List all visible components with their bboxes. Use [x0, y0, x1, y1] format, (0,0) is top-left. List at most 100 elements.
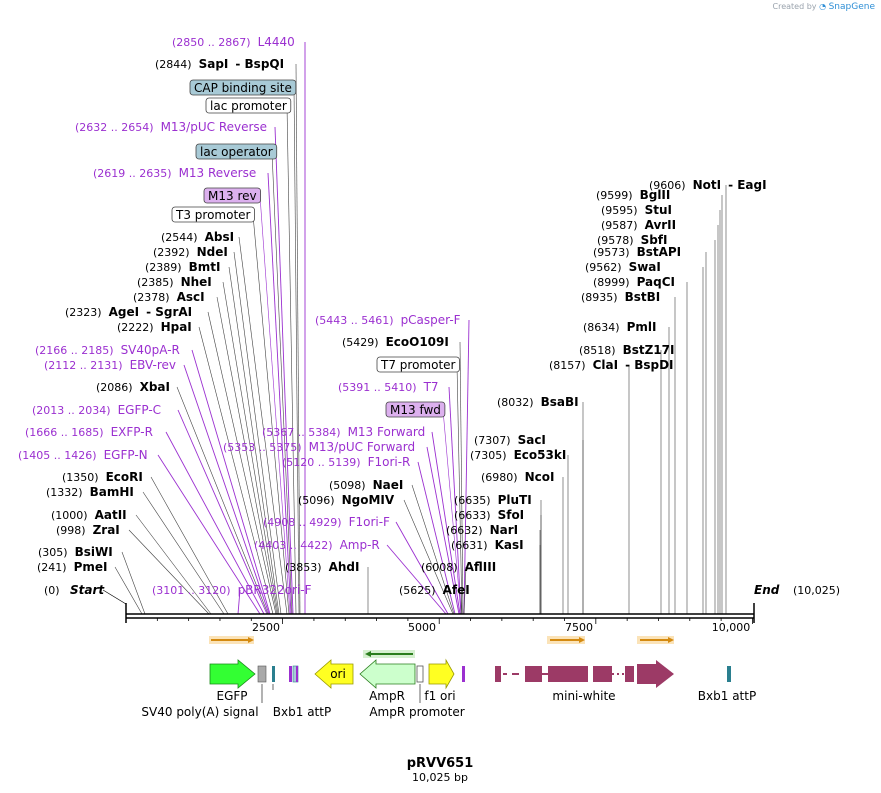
- site-label-avrii: (9587)AvrII: [601, 218, 676, 232]
- site-label-bglii: (9599)BglII: [596, 188, 670, 202]
- bxb1-attp-feature-2: [727, 666, 731, 682]
- site-position: (5120 .. 5139): [282, 456, 361, 469]
- site-name: SwaI: [629, 260, 661, 274]
- site-name: BamHI: [90, 485, 134, 499]
- leader-line: [426, 446, 460, 615]
- site-label-cap-binding-site: CAP binding site: [189, 79, 297, 96]
- site-label-m13-puc-forward: (5353 .. 5375)M13/pUC Forward: [223, 440, 415, 454]
- feature-label-f1-ori: f1 ori: [424, 689, 455, 703]
- site-position: (5098): [329, 479, 366, 492]
- site-name: XbaI: [140, 380, 170, 394]
- site-label-sfoi: (6633)SfoI: [454, 508, 524, 522]
- site-label-bmti: (2389)BmtI: [145, 260, 220, 274]
- site-position: (2619 .. 2635): [93, 167, 172, 180]
- site-position: (2844): [155, 58, 192, 71]
- site-label-ahdi: (3853)AhdI: [285, 560, 359, 574]
- site-name: PaqCI: [637, 275, 675, 289]
- site-position: (2222): [117, 321, 154, 334]
- feature-labels: EGFP SV40 poly(A) signal Bxb1 attP ori A…: [141, 667, 756, 719]
- site-label-ecoo109i: (5429)EcoO109I: [342, 335, 449, 349]
- leader-lines: [114, 42, 727, 615]
- site-name: NcoI: [525, 470, 555, 484]
- site-name: BmtI: [189, 260, 221, 274]
- leader-line: [238, 236, 288, 615]
- leader-line: [431, 431, 461, 615]
- leader-line: [252, 214, 290, 615]
- site-label-bamhi: (1332) BamHI: [46, 485, 134, 499]
- site-label-ebv-rev: (2112 .. 2131)EBV-rev: [44, 358, 176, 372]
- site-name-2: - BspQI: [235, 57, 284, 71]
- leader-line: [259, 195, 291, 615]
- ruler-tick-5000: 5000: [408, 621, 436, 634]
- site-position: (9595): [601, 204, 638, 217]
- f1-ori-feature: [428, 658, 455, 690]
- site-position: (3101 .. 3120): [152, 584, 231, 597]
- leader-line: [295, 63, 301, 615]
- site-label-clai: (8157)ClaI- BspDI: [549, 358, 674, 372]
- site-name: StuI: [645, 203, 672, 217]
- site-label-l4440: (2850 .. 2867)L4440: [172, 35, 295, 49]
- site-position: (6980): [481, 471, 518, 484]
- site-label-bsiwi: (305)BsiWI: [38, 545, 113, 559]
- feature-box: [195, 143, 278, 160]
- site-name: SV40pA-R: [121, 343, 180, 357]
- ori-feature: [314, 659, 354, 689]
- orf-arrows: [209, 636, 674, 658]
- site-position: (9562): [585, 261, 622, 274]
- orf-arrow-1: [209, 636, 254, 644]
- site-position: (8634): [583, 321, 620, 334]
- ruler-tick-10000: 10,000: [712, 621, 751, 634]
- leader-line: [403, 499, 454, 615]
- end-position: (10,025): [793, 584, 840, 597]
- site-position: (9578): [597, 234, 634, 247]
- leader-line: [237, 589, 241, 615]
- site-position: (2385): [137, 276, 174, 289]
- site-label-sbfi: (9578)SbfI: [597, 233, 668, 247]
- site-label-m13-puc-reverse: (2632 .. 2654)M13/pUC Reverse: [75, 120, 267, 134]
- site-label-f1ori-f: (4908 .. 4929)F1ori-F: [263, 515, 390, 529]
- leader-line: [233, 251, 282, 615]
- snapgene-credit: Created by ◔ SnapGene: [773, 2, 876, 12]
- feature-box-label: T3 promoter: [175, 208, 251, 222]
- site-position: (5429): [342, 336, 379, 349]
- site-position: (6631): [451, 539, 488, 552]
- site-position: (1405 .. 1426): [18, 449, 97, 462]
- leader-line: [177, 409, 268, 615]
- ruler-tick-7500: 7500: [565, 621, 593, 634]
- feature-label-ori: ori: [330, 667, 346, 681]
- credit-prefix: Created by: [772, 2, 817, 11]
- site-name: AvrII: [645, 218, 677, 232]
- leader-line: [165, 431, 265, 615]
- orf-arrow-3: [547, 636, 585, 644]
- site-label-asci: (2378)AscI: [133, 290, 205, 304]
- site-label-naei: (5098)NaeI: [329, 478, 403, 492]
- feature-label-bxb1-1: Bxb1 attP: [273, 705, 331, 719]
- leader-line: [448, 386, 462, 615]
- site-position: (2013 .. 2034): [32, 404, 111, 417]
- mini-white-feature: [495, 660, 674, 688]
- feature-box-label: lac operator: [200, 145, 273, 159]
- site-name: AflIII: [465, 560, 497, 574]
- snapgene-logo-icon: ◔: [819, 2, 827, 11]
- site-name: L4440: [258, 35, 295, 49]
- site-label-amp-r: (4403 .. 4422)Amp-R: [254, 538, 380, 552]
- site-name: PmeI: [74, 560, 108, 574]
- site-position: (8032): [497, 396, 534, 409]
- leader-line: [191, 349, 271, 615]
- site-label-m13-forward: (5367 .. 5384)M13 Forward: [262, 425, 425, 439]
- site-position: (5391 .. 5410): [338, 381, 417, 394]
- site-position: (1332): [46, 486, 83, 499]
- leader-line: [274, 126, 294, 615]
- leader-line: [463, 566, 467, 615]
- leader-line: [216, 296, 278, 615]
- site-name: NarI: [490, 523, 519, 537]
- site-label-ngomiv: (5096)NgoMIV: [298, 493, 395, 507]
- site-position: (2166 .. 2185): [35, 344, 114, 357]
- site-position: (2392): [153, 246, 190, 259]
- leader-line: [459, 341, 464, 615]
- site-label-nhei: (2385)NheI: [137, 275, 212, 289]
- site-name: EXFP-R: [111, 425, 153, 439]
- site-position: (6632): [446, 524, 483, 537]
- feature-box-label: lac promoter: [210, 99, 287, 113]
